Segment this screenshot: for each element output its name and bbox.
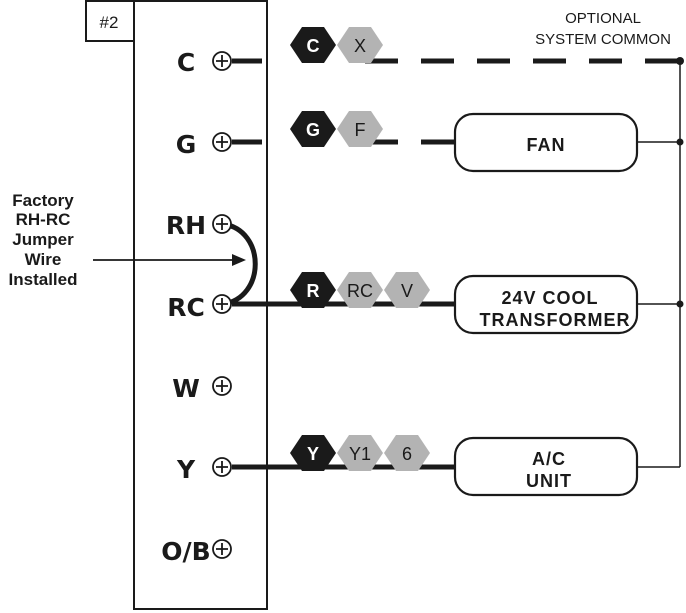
screw-ob-icon — [212, 539, 232, 559]
factory-label-line4: Wire — [25, 250, 62, 269]
wire-code-y-alt1-icon — [337, 435, 383, 471]
ac-unit-label-line1: A/C — [532, 449, 566, 469]
wire-code-rc-alt2: V — [401, 281, 413, 301]
transformer-box — [453, 274, 639, 335]
screw-w-icon — [212, 376, 232, 396]
transformer-label-line1: 24V COOL — [501, 288, 598, 308]
wire-code-c-alt: X — [354, 36, 366, 56]
wire-code-c-primary: C — [307, 36, 320, 56]
wire-code-y-primary-icon — [290, 435, 336, 471]
panel-tag: #2 — [100, 13, 119, 32]
terminal-label-rh: RH — [166, 211, 206, 240]
transformer-label-line2: TRANSFORMER — [480, 310, 631, 330]
wire-code-y-primary: Y — [307, 444, 319, 464]
fan-label: FAN — [527, 135, 566, 155]
screw-c-icon — [212, 51, 232, 71]
wire-code-y-alt2-icon — [384, 435, 430, 471]
wire-code-y-alt2: 6 — [402, 444, 412, 464]
wire-code-rc-alt1: RC — [347, 281, 373, 301]
optional-label-line2: SYSTEM COMMON — [535, 31, 671, 48]
screw-rh-icon — [212, 214, 232, 234]
factory-label-line3: Jumper — [12, 230, 74, 249]
wire-code-rc-primary-icon — [290, 272, 336, 308]
ac-unit-label-line2: UNIT — [526, 471, 572, 491]
wire-code-rc-alt1-icon — [337, 272, 383, 308]
terminal-label-y: Y — [176, 455, 196, 484]
wire-code-g-primary: G — [306, 120, 320, 140]
ac-unit-box — [453, 436, 639, 497]
screw-rc-icon — [212, 294, 232, 314]
panel-tag-box — [85, 0, 135, 42]
wire-code-g-alt-icon — [337, 111, 383, 147]
junction-transformer — [676, 300, 684, 308]
wire-code-c-alt-icon — [337, 27, 383, 63]
screw-y-icon — [212, 457, 232, 477]
wire-code-g-primary-icon — [290, 111, 336, 147]
factory-label-line2: RH-RC — [16, 210, 71, 229]
wire-code-rc-primary: R — [307, 281, 320, 301]
terminal-label-c: C — [177, 48, 195, 77]
terminal-label-rc: RC — [167, 293, 205, 322]
jumper-wire — [222, 221, 258, 307]
terminal-label-g: G — [176, 130, 197, 159]
fan-box — [453, 112, 639, 173]
factory-label-line5: Installed — [9, 270, 78, 289]
wire-code-y-alt1: Y1 — [349, 444, 371, 464]
wire-code-rc-alt2-icon — [384, 272, 430, 308]
terminal-label-w: W — [172, 374, 200, 403]
wire-code-g-alt: F — [355, 120, 366, 140]
factory-label-line1: Factory — [12, 191, 74, 210]
wire-code-c-primary-icon — [290, 27, 336, 63]
arrow-head-icon — [232, 254, 246, 266]
optional-label-line1: OPTIONAL — [565, 10, 641, 27]
screw-g-icon — [212, 132, 232, 152]
terminal-label-ob: O/B — [161, 537, 210, 566]
junction-fan — [676, 138, 684, 146]
